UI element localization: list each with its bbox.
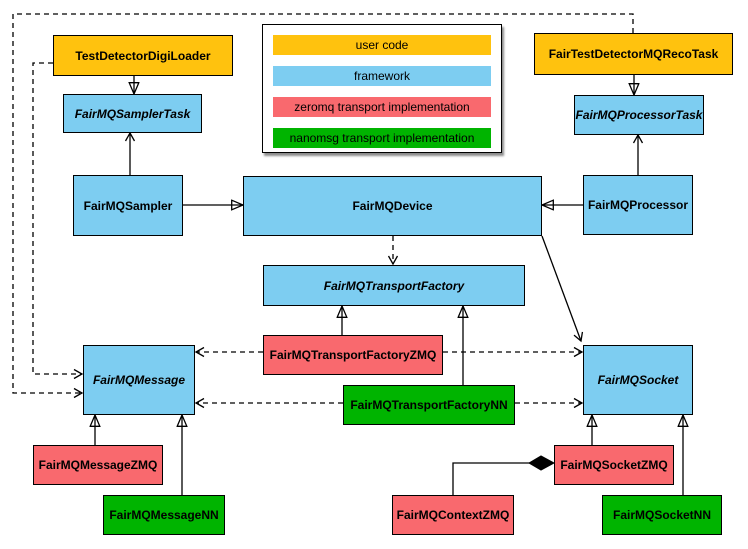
node-fairmqtransportfactoryzmq: FairMQTransportFactoryZMQ (263, 335, 443, 375)
edge-device-socket (541, 235, 584, 343)
node-fairmqsocketnn: FairMQSocketNN (602, 495, 722, 535)
edge-recotask-message (12, 13, 634, 399)
legend-item-nanomsg: nanomsg transport implementation (273, 128, 491, 148)
node-testdetectordigiloader: TestDetectorDigiLoader (53, 35, 233, 76)
legend-item-user-code: user code (273, 35, 491, 55)
node-fairmqmessagenn: FairMQMessageNN (103, 495, 225, 535)
node-fairmqdevice: FairMQDevice (243, 176, 542, 236)
node-fairtestdetectormqrecotask: FairTestDetectorMQRecoTask (534, 33, 733, 75)
legend-item-zeromq: zeromq transport implementation (273, 97, 491, 117)
node-fairmqtransportfactorynn: FairMQTransportFactoryNN (343, 385, 515, 425)
node-fairmqmessage: FairMQMessage (83, 345, 195, 415)
edge-contextzmq-socketzmq (452, 462, 530, 495)
node-fairmqsocketzmq: FairMQSocketZMQ (554, 445, 674, 485)
node-fairmqmessagezmq: FairMQMessageZMQ (33, 445, 163, 485)
node-fairmqcontextzmq: FairMQContextZMQ (392, 495, 514, 535)
legend-item-framework: framework (273, 66, 491, 86)
legend: user code framework zeromq transport imp… (262, 24, 502, 153)
node-fairmqprocessor: FairMQProcessor (583, 175, 693, 235)
composition-diamond (528, 455, 556, 471)
node-fairmqsocket: FairMQSocket (583, 345, 693, 415)
node-fairmqsampler: FairMQSampler (73, 175, 183, 236)
node-fairmqsamplertask: FairMQSamplerTask (63, 94, 202, 133)
node-fairmqprocessortask: FairMQProcessorTask (574, 95, 704, 135)
edge-digiloader-message (32, 62, 84, 380)
node-fairmqtransportfactory: FairMQTransportFactory (263, 265, 525, 306)
